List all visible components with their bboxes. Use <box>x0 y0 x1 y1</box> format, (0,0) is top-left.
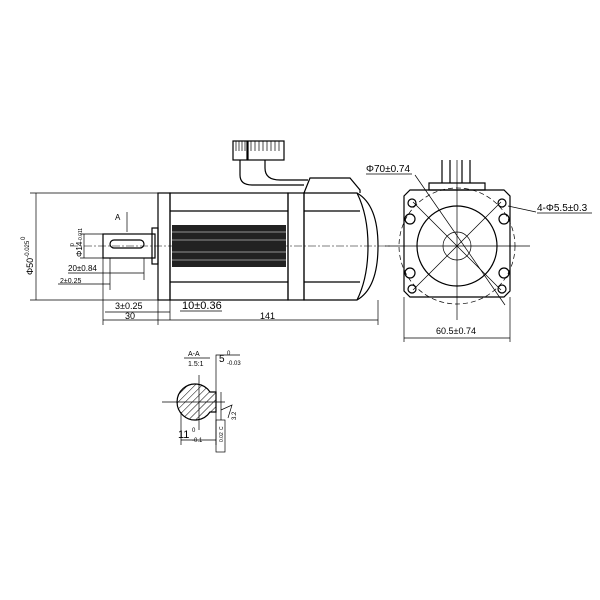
connector-outline <box>441 160 471 183</box>
end-cap <box>303 192 379 301</box>
fins <box>172 225 286 267</box>
front-view: Φ70±0.74 4-Φ5.5±0.3 60.5±0.74 <box>366 160 592 342</box>
dim-holes: 4-Φ5.5±0.3 <box>537 203 588 214</box>
dim-pilot-offset: 10±0.36 <box>182 300 222 312</box>
dim-key-offset: 2±0.25 <box>60 278 81 285</box>
symmetry-frame <box>215 419 226 453</box>
dim-key-width: 5 <box>219 354 225 365</box>
datum-label: C <box>219 426 225 430</box>
dim-depth: 11 <box>178 429 189 441</box>
section-scale: 1.5:1 <box>188 361 204 368</box>
roughness-symbol <box>220 404 233 419</box>
mounting-holes <box>404 198 510 294</box>
section-title: A-A <box>188 351 200 358</box>
dim-key-length: 20±0.84 <box>68 264 97 273</box>
dim-shaft-length: 30 <box>125 311 135 321</box>
key-width-lower: -0.03 <box>227 361 241 367</box>
section-mark: A <box>115 213 121 222</box>
side-view: Φ50-0.025 0 Φ14-0.011 0 A 20±0.84 2±0.25… <box>21 140 390 325</box>
section-view: A-A 1.5:1 5 0 -0.03 11 0 -0.1 3.2 0.02 C <box>162 351 241 453</box>
depth-lower: -0.1 <box>192 438 203 444</box>
dim-shaft-dia: Φ14-0.011 <box>75 228 84 257</box>
ring <box>287 192 305 301</box>
shaft <box>102 233 156 259</box>
flange-square <box>403 189 511 298</box>
flange <box>157 192 171 301</box>
connector <box>247 140 285 161</box>
dim-shaft-upper: 0 <box>70 243 76 246</box>
cable <box>239 160 304 186</box>
roughness-value: 3.2 <box>232 411 238 420</box>
dim-body-dia-upper: 0 <box>21 236 27 240</box>
dim-flange: 3±0.25 <box>115 301 142 311</box>
connector <box>232 140 248 161</box>
keyway <box>109 239 145 249</box>
dim-pcd: Φ70±0.74 <box>366 164 410 175</box>
symmetry-tol: 0.02 <box>219 432 225 442</box>
dim-square: 60.5±0.74 <box>436 326 476 336</box>
depth-upper: 0 <box>192 428 196 434</box>
dim-total-length: 141 <box>260 311 275 321</box>
dim-body-dia: Φ50-0.025 <box>25 240 35 275</box>
encoder-housing <box>303 177 361 194</box>
key-width-upper: 0 <box>227 351 231 357</box>
